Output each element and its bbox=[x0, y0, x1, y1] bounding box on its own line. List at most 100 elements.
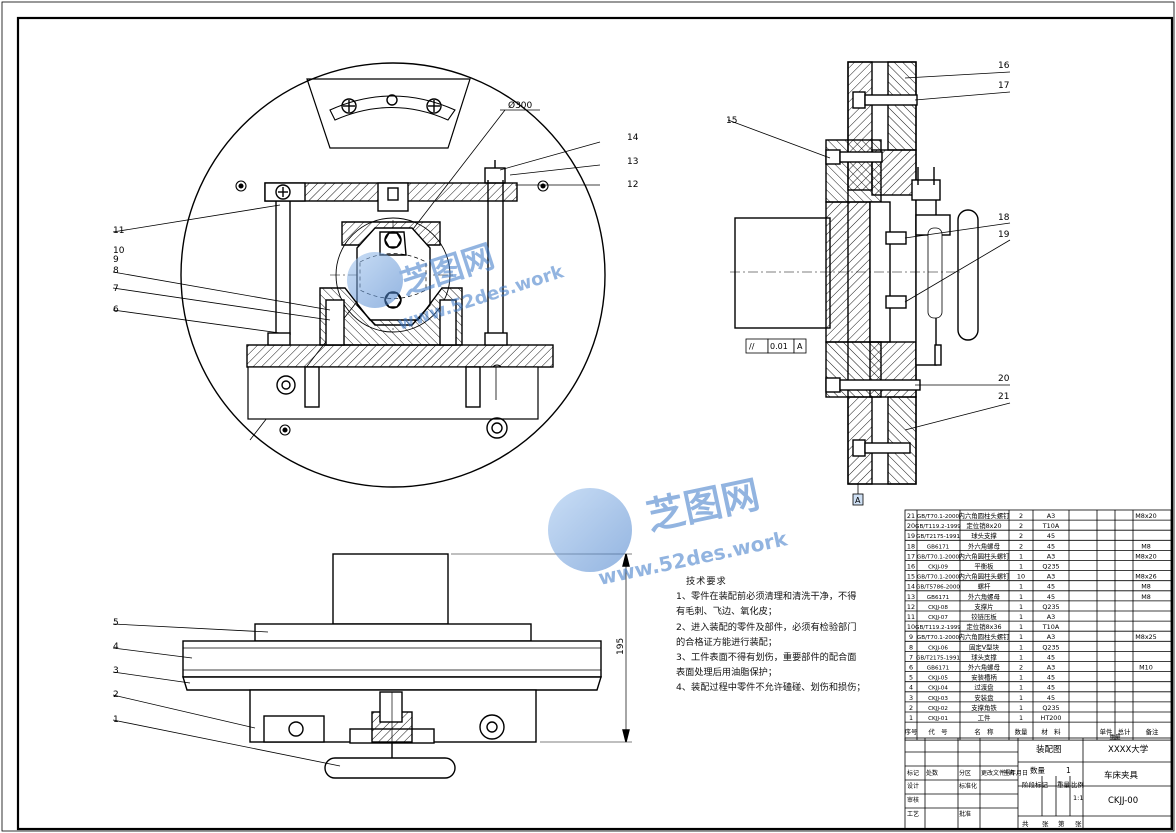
bom-cell: 铰链压板 bbox=[971, 612, 997, 621]
bom-cell: 45 bbox=[1047, 593, 1055, 601]
drawing-type: 装配图 bbox=[1036, 744, 1062, 755]
bom-header-cell: 数量 bbox=[1015, 727, 1028, 736]
bom-cell: M10 bbox=[1139, 664, 1153, 672]
callout-6: 6 bbox=[113, 305, 119, 315]
bom-cell: 1 bbox=[1019, 704, 1023, 712]
bom-cell: A3 bbox=[1047, 552, 1055, 560]
bom-cell: HT200 bbox=[1041, 714, 1062, 722]
school-name: XXXX大学 bbox=[1108, 744, 1149, 755]
bom-cell: M8x20 bbox=[1135, 512, 1157, 520]
callout-5: 5 bbox=[113, 618, 119, 628]
bom-cell: 1 bbox=[1019, 674, 1023, 682]
scale-value: 1:1 bbox=[1073, 794, 1083, 802]
sign-label: 签名 bbox=[1003, 769, 1015, 777]
bom-cell: 17 bbox=[907, 552, 915, 560]
bom-cell: 外六角螺母 bbox=[968, 592, 1001, 601]
bom-cell: M8x25 bbox=[1135, 633, 1157, 641]
bom-cell: M8 bbox=[1141, 542, 1151, 550]
part-name: 车床夹具 bbox=[1104, 770, 1139, 781]
bom-cell: GB/T5786-2000 bbox=[916, 585, 960, 591]
bom-cell: GB/T70.1-2000 bbox=[917, 514, 960, 520]
bom-cell: 1 bbox=[1019, 714, 1023, 722]
callout-3: 3 bbox=[113, 666, 119, 676]
tech-line: 4、装配过程中零件不允许磕碰、划伤和损伤； bbox=[676, 682, 866, 694]
process-label: 工艺 bbox=[907, 810, 919, 818]
bom-header-weight: 重量 bbox=[1109, 733, 1121, 741]
callout-4: 4 bbox=[113, 642, 119, 652]
standard-label: 标准化 bbox=[959, 782, 977, 790]
bom-cell: A3 bbox=[1047, 633, 1055, 641]
bom-cell: T10A bbox=[1042, 522, 1060, 530]
datum-mark: A bbox=[855, 496, 861, 505]
qty-label: 数量 bbox=[1030, 765, 1046, 775]
bom-cell: T10A bbox=[1042, 623, 1060, 631]
bom-cell: 1 bbox=[1019, 684, 1023, 692]
bom-cell: 2 bbox=[1019, 522, 1023, 530]
callout-16: 16 bbox=[998, 61, 1010, 71]
tech-line: 的合格证方能进行装配； bbox=[676, 636, 778, 648]
tech-title: 技术要求 bbox=[686, 576, 727, 587]
tech-line: 2、进入装配的零件及部件，必须有检验部门 bbox=[676, 621, 857, 633]
dim-diameter: Ø300 bbox=[508, 100, 533, 111]
zone-label: 分区 bbox=[959, 769, 971, 777]
bom-cell: 3 bbox=[909, 694, 913, 702]
tech-line: 1、零件在装配前必须清理和清洗干净，不得 bbox=[676, 591, 857, 603]
mark-label: 标记 bbox=[907, 769, 919, 777]
bom-cell: CKJJ-01 bbox=[928, 716, 948, 722]
bom-cell: CKJJ-03 bbox=[928, 696, 948, 702]
technical-requirements: 技术要求 1、零件在装配前必须清理和清洗干净，不得 有毛刺、飞边、氧化皮； 2、… bbox=[676, 574, 901, 696]
bom-cell: GB/T2175-1991 bbox=[916, 534, 960, 540]
callout-13: 13 bbox=[627, 157, 638, 167]
bom-cell: Q235 bbox=[1042, 704, 1059, 712]
bom-cell: 2 bbox=[1019, 542, 1023, 550]
bom-cell: 15 bbox=[907, 573, 915, 581]
callout-19: 19 bbox=[998, 230, 1010, 240]
bom-cell: 11 bbox=[907, 613, 915, 621]
bom-header-cell: 名 称 bbox=[974, 727, 994, 736]
callout-8: 8 bbox=[113, 266, 119, 276]
bom-cell: GB/T119.2-1999 bbox=[915, 524, 961, 530]
sheet-number-suffix: 张 bbox=[1075, 819, 1082, 828]
bom-cell: Q235 bbox=[1042, 603, 1059, 611]
bom-header-cell: 总计 bbox=[1118, 727, 1131, 736]
bom-header-cell: 备注 bbox=[1146, 727, 1159, 736]
bom-cell: 2 bbox=[1019, 664, 1023, 672]
bom-cell: 工件 bbox=[978, 713, 991, 722]
bom-cell: 2 bbox=[1019, 532, 1023, 540]
callout-17: 17 bbox=[998, 81, 1009, 91]
sheet-total-prefix: 共 bbox=[1022, 819, 1029, 828]
bom-cell: 1 bbox=[1019, 603, 1023, 611]
bom-cell: 45 bbox=[1047, 583, 1055, 591]
sheet-total-suffix: 张 bbox=[1042, 819, 1049, 828]
scale-label: 比例 bbox=[1071, 780, 1084, 789]
bom-cell: 19 bbox=[907, 532, 915, 540]
drawing-number: CKJJ-00 bbox=[1108, 796, 1138, 806]
bom-cell: 外六角螺母 bbox=[968, 541, 1001, 550]
bom-cell: 10 bbox=[1017, 573, 1025, 581]
bom-cell: 定位销8x36 bbox=[966, 622, 1001, 631]
bom-cell: M8x20 bbox=[1135, 552, 1157, 560]
bom-cell: M8 bbox=[1141, 593, 1151, 601]
bom-cell: 2 bbox=[1019, 512, 1023, 520]
bom-cell: 支撑片 bbox=[974, 602, 993, 611]
bom-cell: A3 bbox=[1047, 613, 1055, 621]
bom-cell: 固定V型块 bbox=[969, 642, 1000, 651]
bom-cell: 12 bbox=[907, 603, 915, 611]
date-label: 年月日 bbox=[1010, 769, 1028, 777]
bom-cell: GB/T70.1-2000 bbox=[917, 554, 960, 560]
bom-header-cell: 序号 bbox=[905, 727, 918, 736]
weight-label: 重量 bbox=[1057, 781, 1071, 789]
callout-14: 14 bbox=[627, 133, 639, 143]
bom-cell: Q235 bbox=[1042, 643, 1059, 651]
bom-cell: Q235 bbox=[1042, 563, 1059, 571]
callout-2: 2 bbox=[113, 690, 119, 700]
bom-cell: 7 bbox=[909, 653, 913, 661]
bom-cell: 球头支撑 bbox=[971, 652, 997, 661]
bom-cell: 外六角螺母 bbox=[968, 663, 1001, 672]
callout-21: 21 bbox=[998, 392, 1009, 402]
bom-cell: CKJJ-08 bbox=[928, 605, 948, 611]
bom-cell: 内六角圆柱头螺钉 bbox=[958, 551, 1010, 560]
bom-cell: GB6171 bbox=[927, 595, 950, 601]
title-block-text: 装配图 XXXX大学 数量 1 车床夹具 阶段标记 重量 比例 1:1 CKJJ… bbox=[907, 744, 1149, 828]
